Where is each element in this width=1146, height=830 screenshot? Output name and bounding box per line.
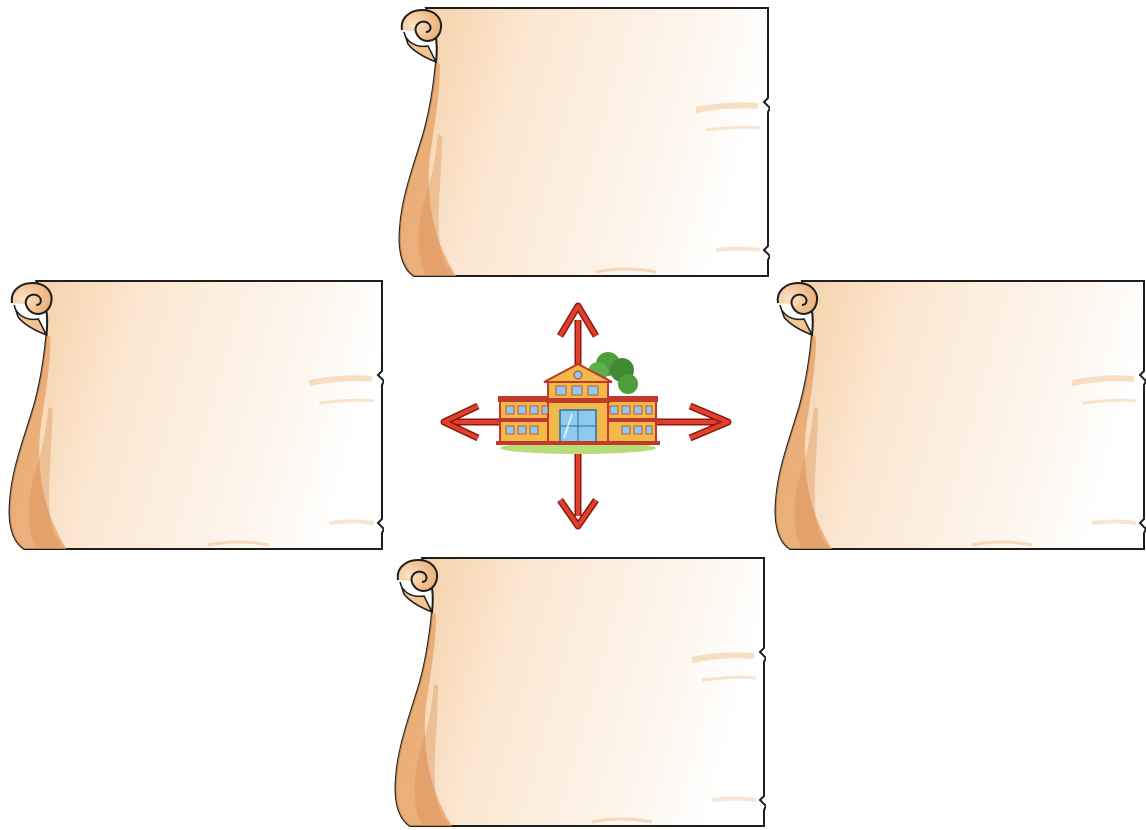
scroll-icon	[6, 279, 384, 551]
scroll-icon	[392, 556, 766, 828]
scroll-top	[396, 6, 770, 278]
scroll-left	[6, 279, 384, 551]
school-building-icon	[496, 352, 660, 454]
center-school-hub	[438, 298, 734, 534]
arrow-left-icon	[444, 406, 502, 438]
scroll-right	[772, 279, 1146, 551]
scroll-icon	[772, 279, 1146, 551]
arrow-right-icon	[654, 406, 728, 438]
arrow-down-icon	[560, 448, 596, 526]
scroll-icon	[396, 6, 770, 278]
scroll-bottom	[392, 556, 766, 828]
